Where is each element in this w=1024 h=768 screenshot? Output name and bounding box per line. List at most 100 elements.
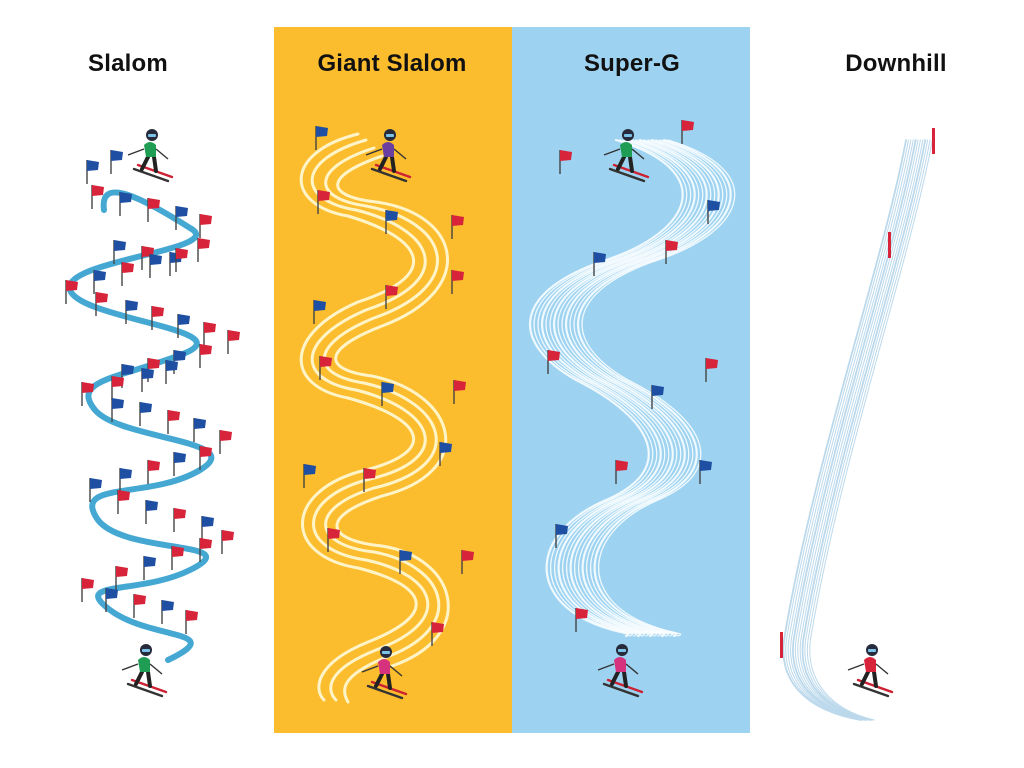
- downhill-track: [809, 139, 933, 721]
- gate-flag-icon: [173, 508, 186, 532]
- super-g-track: [576, 138, 732, 638]
- gate-flag-icon: [115, 566, 128, 590]
- gate-flag-icon: [133, 594, 146, 618]
- gate-flag-icon: [439, 442, 452, 466]
- gate-flag-icon: [932, 128, 935, 154]
- gate-flag-icon: [141, 368, 154, 392]
- gate-flag-icon: [185, 610, 198, 634]
- super-g-track: [569, 139, 724, 637]
- gate-flag-icon: [780, 632, 783, 658]
- giant-slalom-course: [299, 126, 474, 704]
- gate-flag-icon: [547, 350, 560, 374]
- gate-flag-icon: [317, 190, 330, 214]
- skier-icon: [361, 646, 408, 700]
- giant-slalom-track-1: [310, 138, 430, 702]
- skier-icon: [603, 129, 650, 183]
- gate-flag-icon: [461, 550, 474, 574]
- gate-flag-icon: [451, 215, 464, 239]
- gate-flag-icon: [203, 322, 216, 346]
- gate-flag-icon: [197, 238, 210, 262]
- gate-flag-icon: [451, 270, 464, 294]
- super-g-track: [581, 139, 736, 637]
- gate-flag-icon: [147, 198, 160, 222]
- super-g-track: [561, 139, 716, 637]
- downhill-track: [794, 139, 919, 721]
- gate-flag-icon: [177, 314, 190, 338]
- gate-flag-icon: [147, 460, 160, 484]
- gate-flag-icon: [81, 578, 94, 602]
- gate-flag-icon: [171, 546, 184, 570]
- super-g-track: [533, 139, 688, 637]
- gate-flag-icon: [555, 524, 568, 548]
- downhill-track: [787, 139, 912, 721]
- giant-slalom-track-2: [322, 146, 441, 704]
- skier-icon: [597, 644, 644, 698]
- gate-flag-icon: [681, 120, 694, 144]
- gate-flag-icon: [453, 380, 466, 404]
- gate-flag-icon: [193, 418, 206, 442]
- gate-flag-icon: [91, 185, 104, 209]
- gate-flag-icon: [399, 550, 412, 574]
- downhill-track: [792, 139, 917, 721]
- gate-flag-icon: [888, 232, 891, 258]
- gate-flag-icon: [593, 252, 606, 276]
- gate-flag-icon: [143, 556, 156, 580]
- gate-flag-icon: [149, 254, 162, 278]
- gate-flag-icon: [95, 292, 108, 316]
- gate-flag-icon: [86, 160, 99, 184]
- gate-flag-icon: [81, 382, 94, 406]
- gate-flag-icon: [313, 300, 326, 324]
- giant-slalom-track-4: [334, 154, 450, 668]
- gate-flag-icon: [363, 468, 376, 492]
- skier-icon: [847, 644, 894, 698]
- gate-flag-icon: [65, 280, 78, 304]
- gate-flag-icon: [199, 344, 212, 368]
- gate-flag-icon: [381, 382, 394, 406]
- gate-flag-icon: [151, 306, 164, 330]
- gate-flag-icon: [651, 385, 664, 409]
- panel-title-slalom: Slalom: [88, 50, 168, 77]
- gate-flag-icon: [111, 398, 124, 422]
- gate-flag-icon: [175, 248, 188, 272]
- gate-flag-icon: [665, 240, 678, 264]
- gate-flag-icon: [93, 270, 106, 294]
- gate-flag-icon: [431, 622, 444, 646]
- downhill-track: [801, 139, 927, 721]
- gate-flag-icon: [139, 402, 152, 426]
- gate-flag-icon: [319, 356, 332, 380]
- panel-title-giant-slalom: Giant Slalom: [317, 50, 467, 77]
- gate-flag-icon: [699, 460, 712, 484]
- super-g-track: [528, 138, 684, 638]
- gate-flag-icon: [145, 500, 158, 524]
- downhill-track: [806, 139, 931, 721]
- gate-flag-icon: [111, 376, 124, 400]
- gate-flag-icon: [167, 410, 180, 434]
- gate-flag-icon: [165, 360, 178, 384]
- panel-title-super-g: Super-G: [583, 50, 681, 77]
- gate-flag-icon: [385, 285, 398, 309]
- gate-flag-icon: [161, 600, 174, 624]
- panel-title-downhill: Downhill: [845, 50, 947, 77]
- gate-flag-icon: [117, 490, 130, 514]
- super-g-track: [557, 139, 712, 637]
- gate-flag-icon: [227, 330, 240, 354]
- downhill-tracks: [782, 139, 933, 721]
- gate-flag-icon: [89, 478, 102, 502]
- gate-flag-icon: [303, 464, 316, 488]
- downhill-track: [785, 139, 909, 721]
- gate-flag-icon: [125, 300, 138, 324]
- gate-flag-icon: [385, 210, 398, 234]
- super-g-track: [552, 138, 708, 638]
- gate-flag-icon: [221, 530, 234, 554]
- giant-slalom-track-3: [299, 132, 418, 702]
- skier-icon: [121, 644, 168, 698]
- gate-flag-icon: [119, 192, 132, 216]
- gate-flag-icon: [327, 528, 340, 552]
- gate-flag-icon: [113, 240, 126, 264]
- giant-slalom-tracks: [299, 132, 450, 704]
- skier-icon: [365, 129, 412, 183]
- downhill-track: [782, 139, 907, 721]
- gate-flag-icon: [119, 468, 132, 492]
- gate-flag-icon: [615, 460, 628, 484]
